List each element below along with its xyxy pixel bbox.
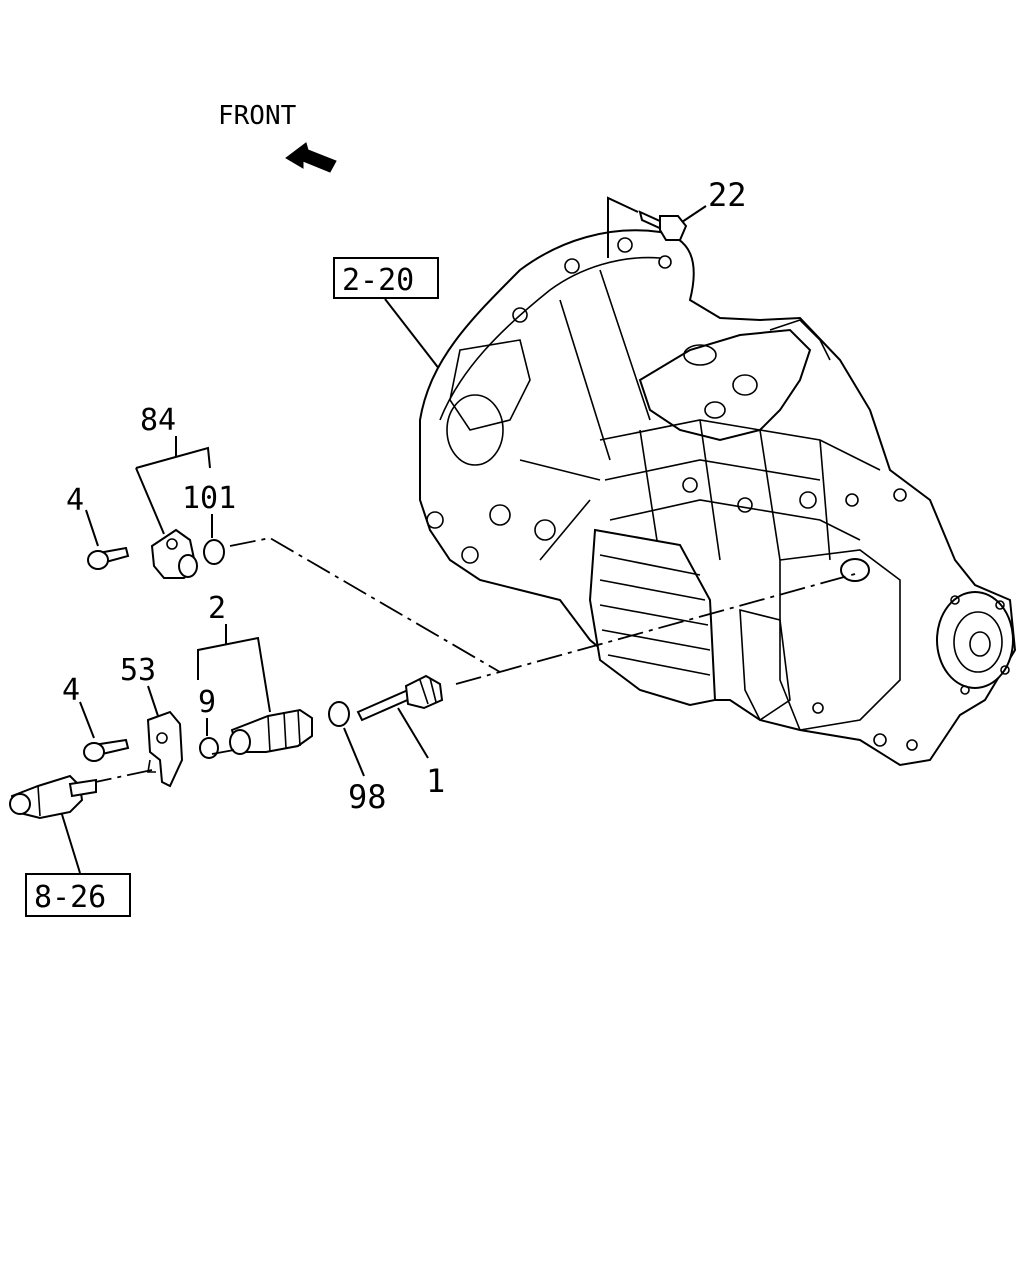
callout-98: 98	[348, 778, 387, 816]
bracket-53-drawing	[146, 710, 184, 788]
callout-101: 101	[182, 481, 236, 516]
callout-22: 22	[708, 176, 747, 214]
callout-4-lower: 4	[62, 673, 80, 708]
ref-label-speed-sensor: 8-26	[34, 880, 106, 915]
oring-101-drawing	[203, 539, 225, 565]
front-arrow-icon	[285, 142, 337, 173]
bolt-4-upper-drawing	[87, 546, 130, 570]
callout-84: 84	[140, 403, 176, 438]
callout-2: 2	[208, 591, 226, 626]
bushing-9-drawing	[199, 737, 219, 759]
front-label: FRONT	[218, 101, 297, 131]
driven-gear-1-drawing	[356, 674, 444, 722]
ref-box-transmission: 2-20	[333, 257, 439, 299]
transmission-case-drawing	[419, 229, 1017, 767]
ref-box-speed-sensor: 8-26	[25, 873, 131, 917]
callout-53: 53	[120, 653, 156, 688]
callout-9: 9	[198, 685, 216, 720]
bolt-22-drawing	[638, 210, 688, 241]
oring-98-drawing	[328, 701, 350, 727]
plate-84-drawing	[150, 528, 198, 579]
bolt-4-lower-drawing	[83, 738, 130, 762]
callout-1: 1	[426, 762, 445, 800]
callout-4-upper: 4	[66, 483, 84, 518]
sleeve-2-drawing	[229, 708, 313, 755]
speed-sensor-drawing	[9, 774, 97, 820]
ref-label-transmission: 2-20	[342, 263, 414, 298]
speedometer-boss	[840, 558, 870, 582]
